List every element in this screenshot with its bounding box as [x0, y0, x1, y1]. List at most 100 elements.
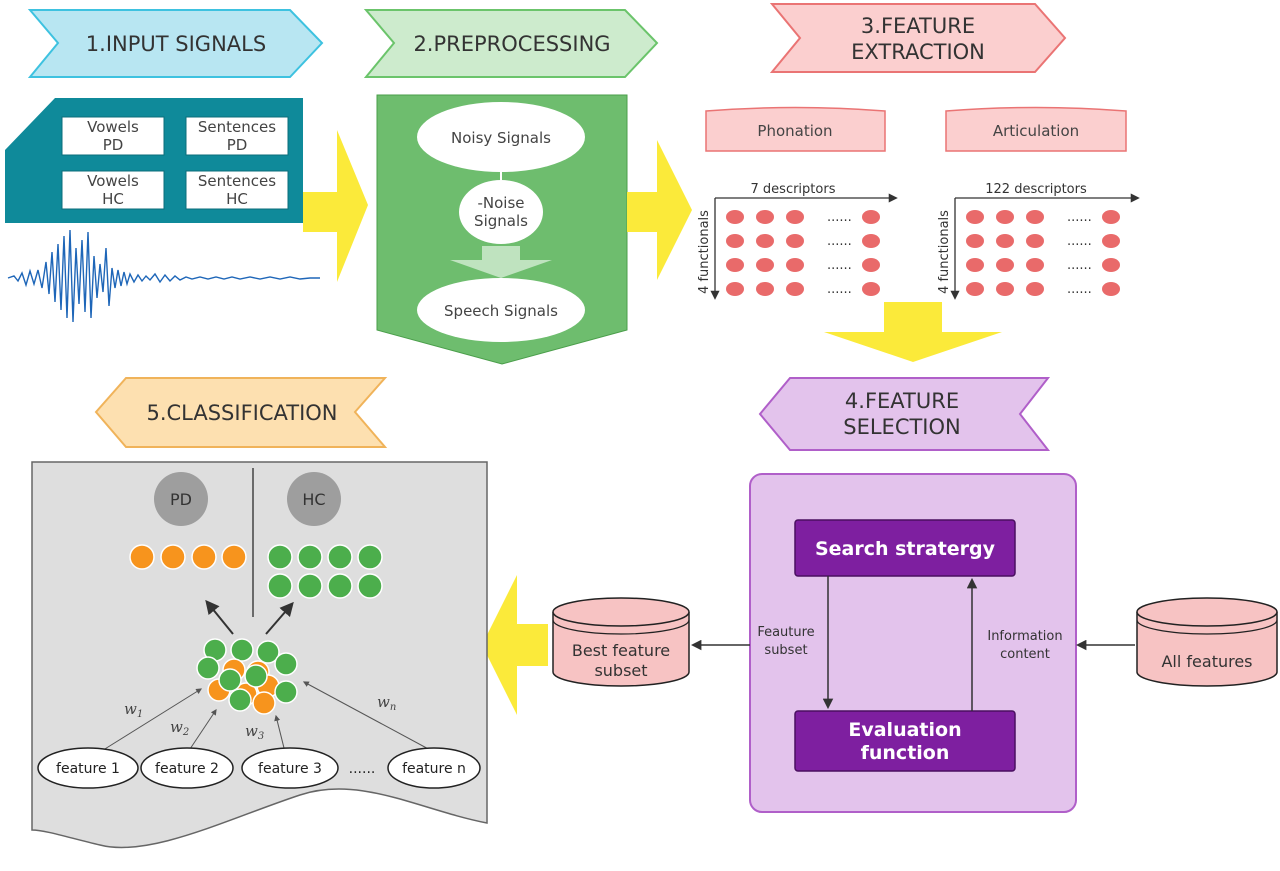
svg-text:subset: subset	[764, 643, 807, 658]
weight-edge-1	[99, 688, 203, 753]
feature-dot	[756, 234, 774, 248]
feature-dot	[786, 258, 804, 272]
feature-dot	[726, 282, 744, 296]
stage-selection: 4.FEATURE SELECTION Search stratergy Eva…	[482, 377, 1278, 813]
svg-text:subset: subset	[594, 661, 647, 680]
feature-3-node: feature 3	[241, 747, 339, 789]
hc-sample-dot	[327, 573, 353, 599]
input-box-sentences-hc: Sentences HC	[185, 170, 289, 210]
articulation-box	[945, 106, 1127, 152]
svg-text:Vowels: Vowels	[87, 118, 139, 136]
svg-text:4 functionals: 4 functionals	[697, 210, 712, 294]
hc-sample-dot	[297, 544, 323, 570]
articulation-dots: ........................	[966, 210, 1120, 297]
feature-dot	[1102, 234, 1120, 248]
dots-ellipsis: ......	[1067, 258, 1092, 273]
hc-sample-dot	[327, 544, 353, 570]
mixed-sample-dot	[228, 688, 252, 712]
hc-sample-dot	[267, 573, 293, 599]
mixed-sample-dot	[256, 640, 280, 664]
feature-dot	[966, 258, 984, 272]
input-box-sentences-pd: Sentences PD	[185, 116, 289, 156]
best-subset-database: Best feature subset	[552, 597, 690, 687]
svg-text:4.FEATURE: 4.FEATURE	[845, 389, 959, 413]
preprocessing-down-arrow	[450, 246, 552, 278]
svg-text:4 functionals: 4 functionals	[937, 210, 952, 294]
weight-label-3: w3	[245, 722, 264, 742]
svg-text:feature 2: feature 2	[155, 761, 219, 777]
dots-ellipsis: ......	[827, 258, 852, 273]
feature-dot	[862, 234, 880, 248]
preprocessing-banner-label: 2.PREPROCESSING	[413, 32, 610, 56]
svg-text:SELECTION: SELECTION	[843, 415, 961, 439]
svg-text:122 descriptors: 122 descriptors	[985, 182, 1087, 197]
feature-dot	[1026, 258, 1044, 272]
articulation-matrix: 122 descriptors 4 functionals ..........…	[937, 182, 1140, 300]
svg-text:function: function	[861, 742, 950, 764]
svg-text:PD: PD	[170, 490, 192, 509]
weight-edge-3	[274, 714, 286, 753]
svg-text:feature 1: feature 1	[56, 761, 120, 777]
class-pd-node	[154, 472, 208, 526]
feature-1-node: feature 1	[37, 747, 139, 789]
mixed-sample-cluster	[196, 638, 298, 715]
dots-ellipsis: ......	[1067, 282, 1092, 297]
svg-text:Best feature: Best feature	[572, 641, 670, 660]
svg-text:-Noise: -Noise	[477, 194, 524, 212]
feature-dot	[996, 258, 1014, 272]
mixed-sample-dot	[244, 664, 268, 688]
mixed-sample-dot	[196, 656, 220, 680]
weight-label-1: w1	[124, 700, 143, 720]
feature-n-node: feature n	[387, 747, 481, 789]
stage-extraction: 3.FEATURE EXTRACTION Phonation Articulat…	[697, 3, 1140, 362]
arrow-input-to-pre	[303, 130, 368, 282]
feature-dot	[1102, 258, 1120, 272]
feature-dot	[786, 210, 804, 224]
svg-text:PD: PD	[103, 136, 124, 154]
svg-text:HC: HC	[302, 490, 325, 509]
hc-sample-dot	[357, 544, 383, 570]
feature-dot	[1102, 210, 1120, 224]
speech-signals-node	[417, 278, 585, 342]
stage-preprocessing: 2.PREPROCESSING Noisy Signals -Noise Sig…	[363, 9, 692, 365]
feature-2-node: feature 2	[140, 747, 234, 789]
input-banner-label: 1.INPUT SIGNALS	[86, 32, 266, 56]
feature-dot	[1102, 282, 1120, 296]
evaluation-function-box	[794, 710, 1016, 772]
arrow-sel-to-cls	[482, 575, 548, 715]
feature-dot	[996, 282, 1014, 296]
feature-dot	[726, 210, 744, 224]
svg-text:7 descriptors: 7 descriptors	[751, 182, 836, 197]
svg-text:HC: HC	[102, 190, 124, 208]
stage-input: 1.INPUT SIGNALS Vowels PD Sentences PD V…	[5, 9, 368, 323]
svg-text:content: content	[1000, 647, 1050, 662]
input-banner	[27, 9, 324, 78]
feature-dot	[862, 210, 880, 224]
feature-dot	[756, 258, 774, 272]
arrow-ext-to-sel	[824, 302, 1002, 362]
svg-text:Feauture: Feauture	[757, 625, 814, 640]
pd-sample-dot	[191, 544, 217, 570]
svg-text:Noisy Signals: Noisy Signals	[451, 129, 551, 147]
dots-ellipsis: ......	[1067, 210, 1092, 225]
selection-banner	[758, 377, 1051, 451]
weight-edge-2	[187, 709, 217, 753]
pd-sample-dot	[129, 544, 155, 570]
svg-text:EXTRACTION: EXTRACTION	[851, 40, 985, 64]
feature-dot	[862, 282, 880, 296]
pd-class-dots	[129, 544, 247, 570]
feature-dot	[786, 234, 804, 248]
svg-text:5.CLASSIFICATION: 5.CLASSIFICATION	[146, 401, 337, 425]
svg-text:Sentences: Sentences	[198, 118, 276, 136]
mixed-sample-dot	[274, 652, 298, 676]
svg-text:Evaluation: Evaluation	[848, 719, 961, 741]
mixed-sample-dot	[230, 638, 254, 662]
dots-ellipsis: ......	[827, 282, 852, 297]
hc-sample-dot	[267, 544, 293, 570]
svg-text:Search stratergy: Search stratergy	[815, 538, 996, 560]
svg-text:All features: All features	[1161, 652, 1252, 671]
feature-dot	[1026, 282, 1044, 296]
feature-dot	[756, 210, 774, 224]
speech-waveform	[7, 229, 320, 323]
